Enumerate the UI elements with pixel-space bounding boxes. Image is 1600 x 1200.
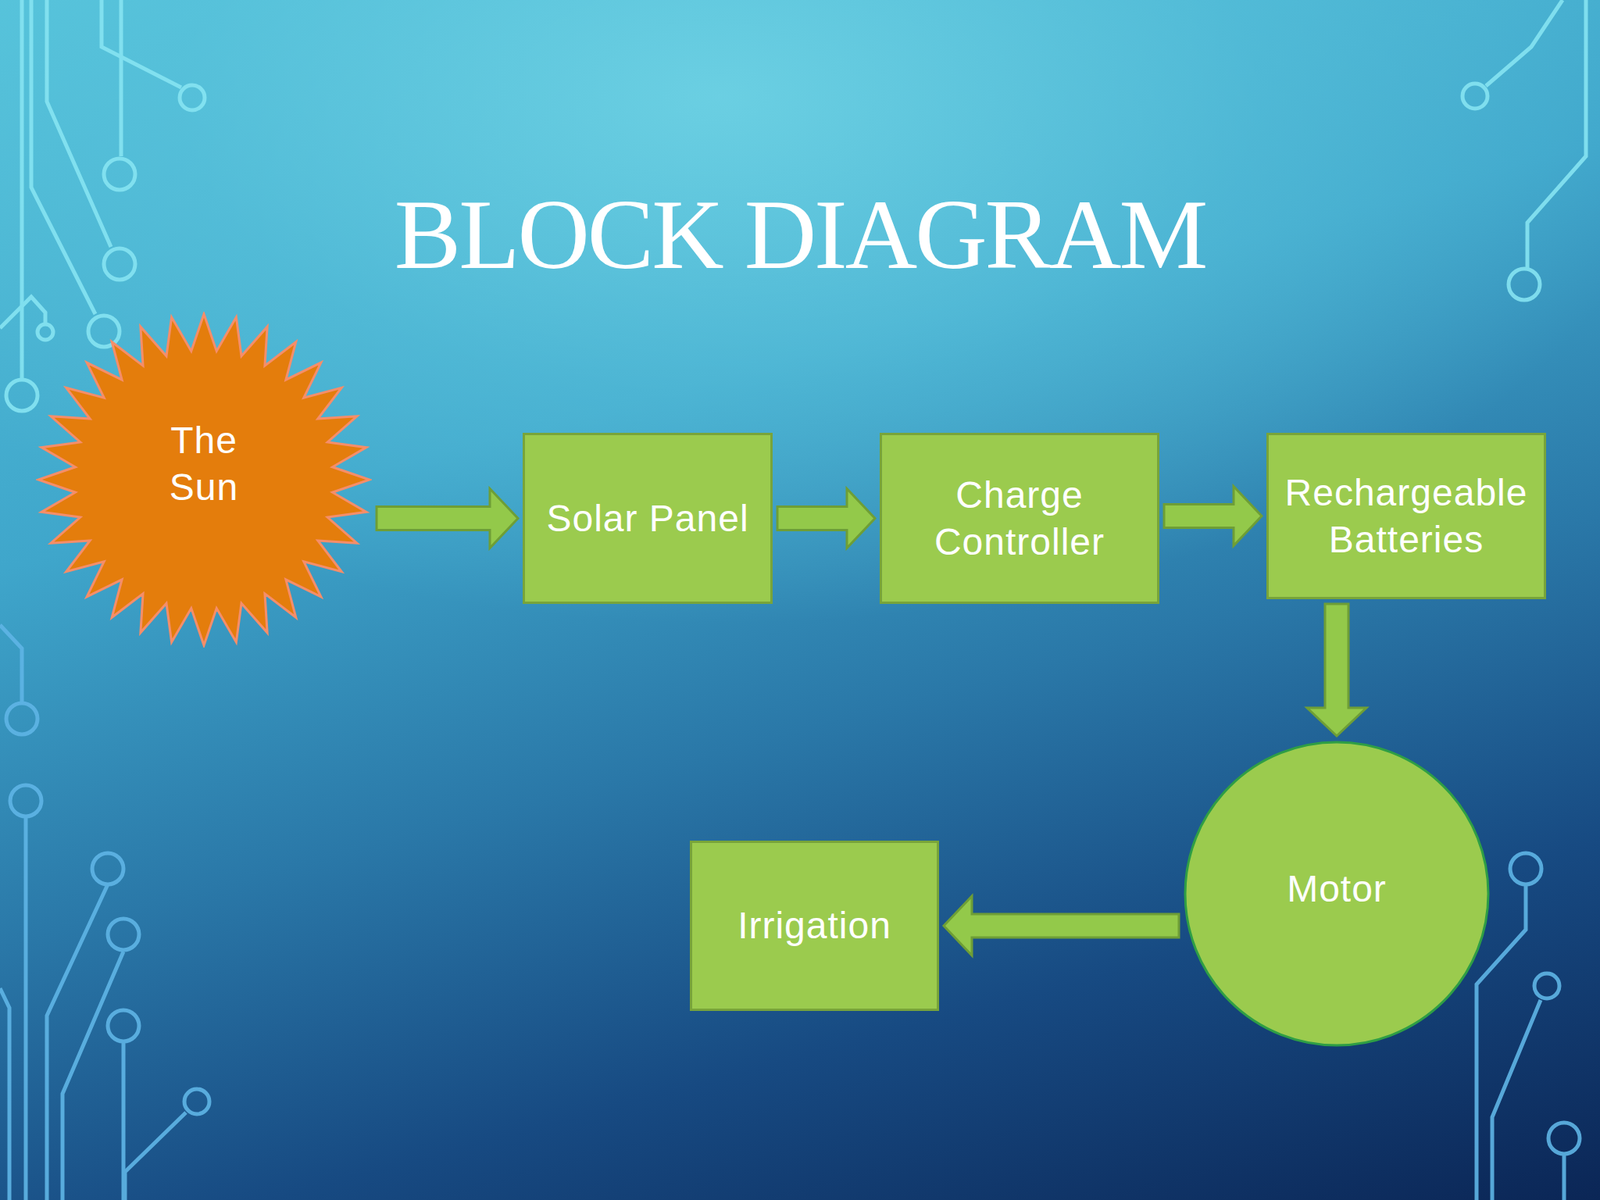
node-label: Charge Controller xyxy=(894,471,1145,566)
motor-circle-shape xyxy=(1185,742,1489,1046)
node-label: Rechargeable Batteries xyxy=(1273,469,1540,564)
node-label: The Sun xyxy=(141,417,267,511)
block-arrow xyxy=(1164,486,1262,547)
motor-circle: Motor xyxy=(1183,740,1490,1047)
block-arrow xyxy=(1307,603,1367,736)
sun-outline xyxy=(38,314,370,646)
slide-title: BLOCK DIAGRAM xyxy=(0,184,1600,285)
process-box: Solar Panel xyxy=(522,432,773,604)
process-box: Irrigation xyxy=(689,840,940,1011)
block-arrow xyxy=(376,489,518,549)
node-label: Irrigation xyxy=(737,902,892,950)
sun-shape: The Sun xyxy=(35,311,372,648)
block-arrow xyxy=(777,489,875,549)
block-arrow xyxy=(943,896,1179,956)
process-box: Charge Controller xyxy=(879,432,1160,604)
process-box: Rechargeable Batteries xyxy=(1266,432,1547,600)
node-label: Solar Panel xyxy=(546,495,749,543)
node-label: Motor xyxy=(1286,865,1387,913)
